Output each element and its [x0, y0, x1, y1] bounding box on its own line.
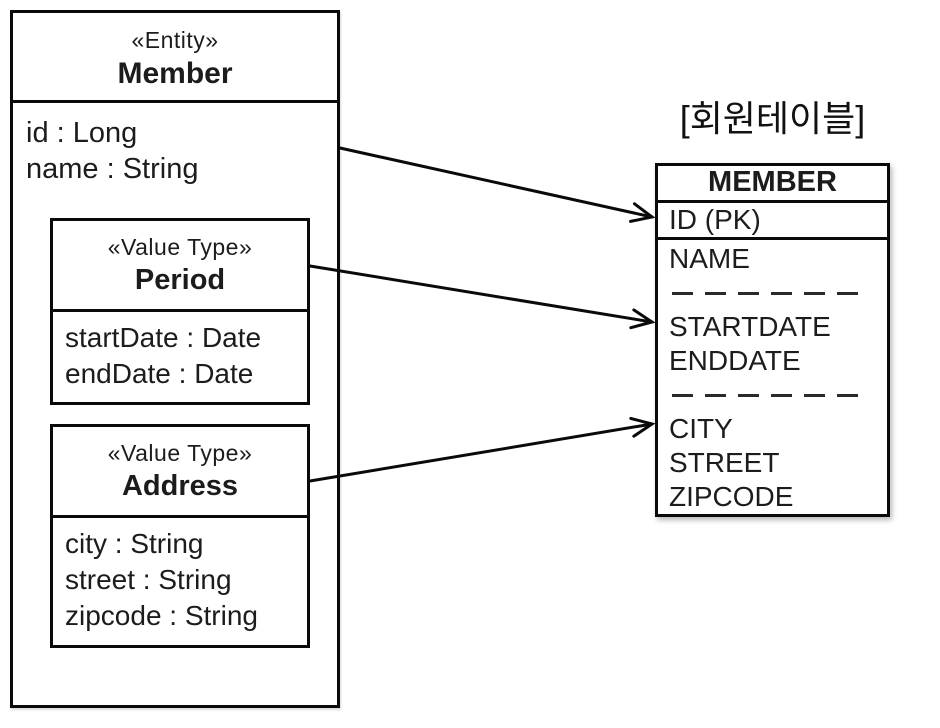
period-class-name: Period	[134, 264, 226, 296]
address-attribute-city: city : String	[65, 528, 204, 559]
dashed-separator	[669, 276, 887, 310]
db-table-body: NAME STARTDATE ENDDATE CITY STREET ZIPCO…	[658, 240, 887, 514]
period-header: «Value Type» Period	[53, 221, 307, 312]
db-column-startdate: STARTDATE	[669, 311, 831, 342]
db-column-zipcode: ZIPCODE	[669, 481, 794, 512]
address-valuetype-box: «Value Type» Address city : String stree…	[50, 424, 310, 648]
address-attribute-zipcode: zipcode : String	[65, 600, 258, 631]
member-attribute-id: id : Long	[26, 117, 138, 149]
table-caption: [회원테이블]	[679, 98, 866, 139]
address-header: «Value Type» Address	[53, 427, 307, 518]
dashed-separator	[669, 378, 887, 412]
member-class-name: Member	[117, 57, 233, 90]
period-attribute-startdate: startDate : Date	[65, 322, 262, 353]
address-stereotype-label: «Value Type»	[107, 440, 253, 466]
member-attributes: id : Long name : String	[13, 103, 337, 187]
db-column-name: NAME	[669, 243, 750, 274]
address-attributes: city : String street : String zipcode : …	[53, 518, 307, 634]
arrow-member-to-id	[338, 146, 656, 223]
member-entity-header: «Entity» Member	[13, 13, 337, 103]
member-attribute-name: name : String	[26, 153, 199, 185]
db-column-city: CITY	[669, 413, 733, 444]
address-class-name: Address	[121, 470, 239, 502]
period-attributes: startDate : Date endDate : Date	[53, 312, 307, 392]
db-column-id-pk: ID (PK)	[658, 203, 887, 240]
db-table-name: MEMBER	[658, 166, 887, 203]
db-column-enddate: ENDDATE	[669, 345, 801, 376]
member-stereotype-label: «Entity»	[131, 27, 219, 53]
db-column-street: STREET	[669, 447, 780, 478]
address-attribute-street: street : String	[65, 564, 232, 595]
arrow-period-to-startdate	[308, 264, 656, 330]
member-db-table: MEMBER ID (PK) NAME STARTDATE ENDDATE CI…	[655, 163, 890, 517]
period-valuetype-box: «Value Type» Period startDate : Date end…	[50, 218, 310, 405]
arrow-address-to-city	[308, 416, 656, 483]
period-attribute-enddate: endDate : Date	[65, 358, 254, 389]
period-stereotype-label: «Value Type»	[107, 234, 253, 260]
